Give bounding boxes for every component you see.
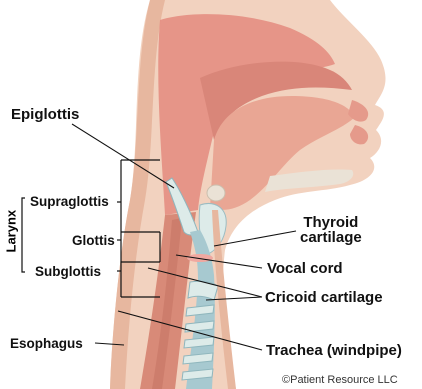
label-trachea: Trachea (windpipe): [266, 343, 402, 358]
thyroid-line2: cartilage: [300, 229, 362, 246]
label-supraglottis: Supraglottis: [30, 195, 109, 209]
label-cricoid-cartilage: Cricoid cartilage: [265, 290, 383, 305]
copyright-text: ©Patient Resource LLC: [282, 374, 398, 386]
label-vocal-cord: Vocal cord: [267, 261, 343, 276]
label-subglottis: Subglottis: [35, 265, 101, 279]
label-epiglottis: Epiglottis: [11, 107, 79, 122]
hyoid-bone: [207, 185, 225, 201]
label-larynx: Larynx: [4, 219, 19, 253]
vocal-cord-shape: [187, 254, 213, 262]
label-esophagus: Esophagus: [10, 337, 83, 351]
label-thyroid-cartilage: Thyroid cartilage: [300, 215, 362, 245]
label-glottis: Glottis: [72, 234, 115, 248]
